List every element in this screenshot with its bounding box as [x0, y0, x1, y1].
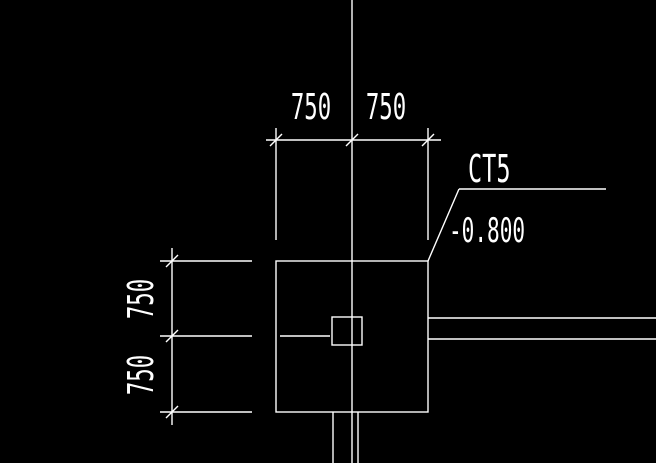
pile-cap-outline[interactable] — [275, 260, 429, 413]
dim-text-left-lower: 750 — [121, 355, 163, 395]
pile-cap-name-label: CT5 — [468, 148, 511, 191]
column-square[interactable] — [331, 316, 363, 346]
dim-text-top-right: 750 — [366, 87, 406, 129]
left-tick-top — [165, 254, 179, 268]
dim-text-left-upper: 750 — [121, 279, 163, 319]
top-tick-left — [269, 133, 283, 147]
left-tick-mid — [165, 329, 179, 343]
top-tick-mid — [345, 133, 359, 147]
top-tick-right — [421, 133, 435, 147]
left-tick-bottom — [165, 405, 179, 419]
leader-line-diagonal — [427, 188, 460, 262]
drawing-geometry — [160, 0, 656, 463]
dim-text-top-left: 750 — [291, 87, 331, 129]
elevation-label: -0.800 — [449, 211, 525, 251]
